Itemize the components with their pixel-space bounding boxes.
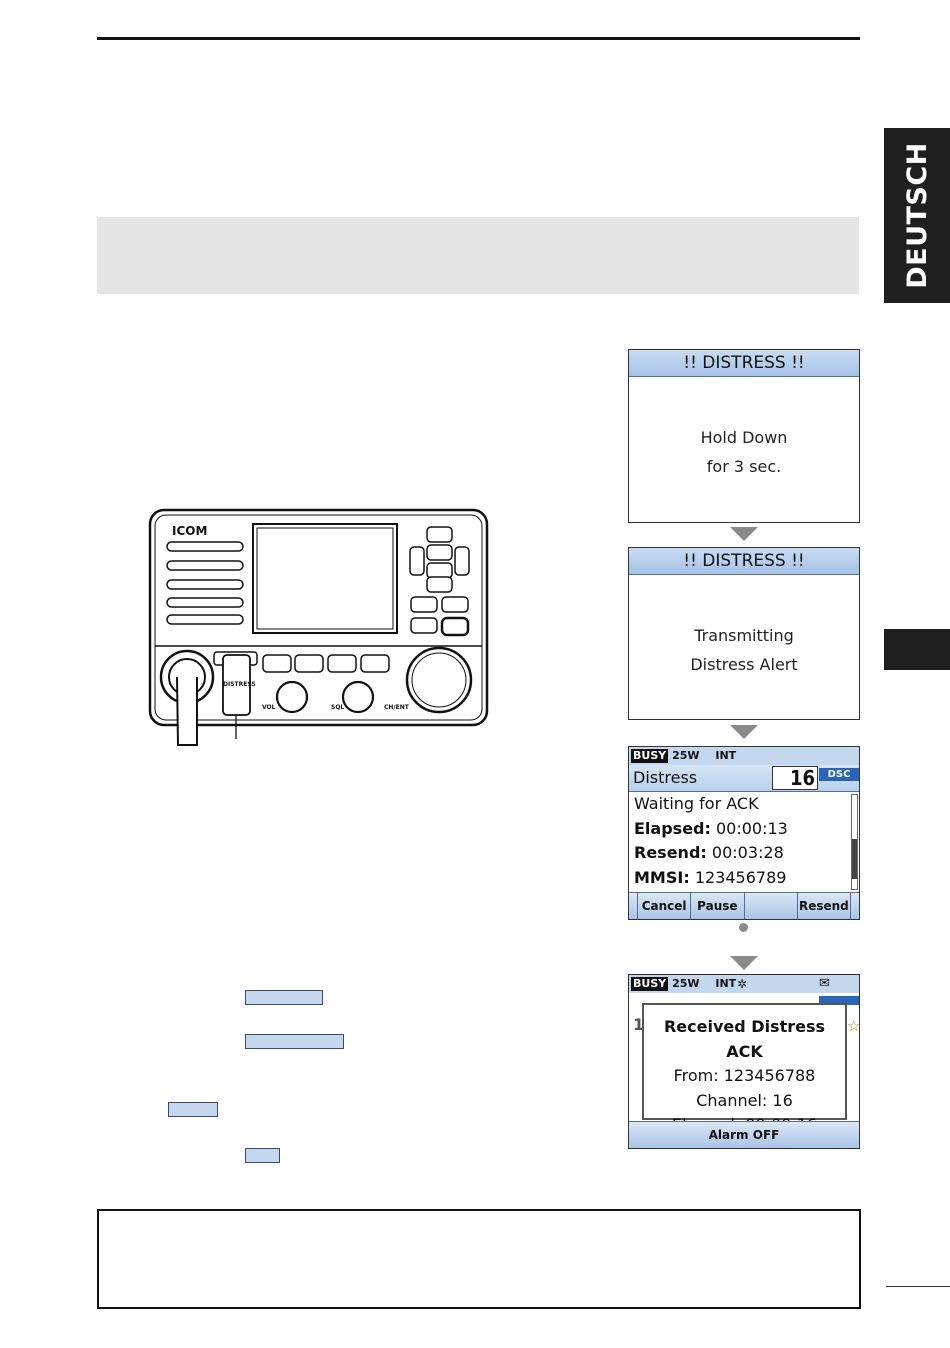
resend-label: Resend: xyxy=(634,843,707,862)
distress-key-label: DISTRESS xyxy=(223,681,256,688)
status-bar: BUSY 25W INT xyxy=(629,747,859,765)
star-icon: ☆ xyxy=(847,1017,860,1035)
channel-number: 16 xyxy=(772,766,818,790)
screen-line: Transmitting xyxy=(694,626,794,645)
lcd-screen-received-ack: BUSY 25W INT ✲ ✉ ☆ 1 Received Distress A… xyxy=(628,974,860,1149)
flow-arrow-icon xyxy=(730,527,758,541)
distress-info: Waiting for ACK Elapsed: 00:00:13 Resend… xyxy=(629,792,859,892)
section-heading-band xyxy=(97,217,859,294)
background-channel-digit: 1 xyxy=(633,1015,645,1034)
dsc-badge-partial xyxy=(819,996,859,1005)
elapsed-value: 00:00:13 xyxy=(715,818,788,838)
screen-line: for 3 sec. xyxy=(706,457,782,476)
softkey-resend[interactable]: Resend xyxy=(798,893,851,919)
scrollbar[interactable] xyxy=(851,794,858,890)
mmsi-label: MMSI: xyxy=(634,867,690,887)
screen-header: !! DISTRESS !! xyxy=(629,548,859,575)
busy-indicator: BUSY xyxy=(631,977,669,991)
channel-row: Distress 16 DSC xyxy=(629,765,859,792)
inline-key-highlight xyxy=(245,1034,344,1049)
power-indicator: 25W xyxy=(672,749,700,762)
sql-knob-label: SQL xyxy=(331,704,345,711)
screen-header: !! DISTRESS !! xyxy=(629,350,859,377)
inline-key-highlight xyxy=(245,1148,280,1163)
screen-line: Distress Alert xyxy=(690,655,798,674)
ch-ent-knob-label: CH/ENT xyxy=(384,704,409,711)
busy-indicator: BUSY xyxy=(631,749,669,763)
popup-from: From: 123456788 xyxy=(673,1066,816,1085)
waiting-text: Waiting for ACK xyxy=(634,794,759,813)
power-indicator: 25W xyxy=(672,977,700,990)
language-tab: DEUTSCH xyxy=(884,128,950,303)
language-tab-label: DEUTSCH xyxy=(901,142,933,289)
flow-arrow-icon xyxy=(730,725,758,739)
softkey-bar: Alarm OFF xyxy=(629,1121,859,1148)
chapter-tab xyxy=(884,629,950,670)
popup-channel: Channel: 16 xyxy=(696,1090,793,1110)
flow-dot xyxy=(739,923,748,932)
softkey-cancel[interactable]: Cancel xyxy=(638,893,692,919)
softkey-bar: Cancel Pause Resend xyxy=(629,892,859,919)
screen-line: Hold Down xyxy=(700,428,788,447)
vol-knob-label: VOL xyxy=(262,704,276,711)
page-number-rule xyxy=(886,1286,950,1287)
resend-value: 00:03:28 xyxy=(711,843,784,862)
int-indicator: INT xyxy=(715,749,737,762)
inline-key-highlight xyxy=(245,990,323,1005)
softkey-blank[interactable] xyxy=(745,893,798,919)
ack-popup: Received Distress ACK From: 123456788 Ch… xyxy=(642,1003,847,1134)
softkey-alarm-off[interactable]: Alarm OFF xyxy=(708,1128,780,1142)
top-rule xyxy=(97,37,860,40)
note-box xyxy=(97,1209,861,1309)
lcd-screen-waiting-ack: BUSY 25W INT Distress 16 DSC Waiting for… xyxy=(628,746,860,920)
radio-illustration xyxy=(148,508,489,746)
lcd-screen-transmitting: !! DISTRESS !! Transmitting Distress Ale… xyxy=(628,547,860,720)
status-bar: BUSY 25W INT ✲ ✉ xyxy=(629,975,859,993)
envelope-icon: ✉ xyxy=(819,976,830,991)
radio-brand-logo: ICOM xyxy=(172,524,208,538)
dsc-badge: DSC xyxy=(819,768,859,781)
scrollbar-thumb[interactable] xyxy=(852,839,857,879)
gps-icon: ✲ xyxy=(737,977,748,991)
flow-arrow-icon xyxy=(730,956,758,970)
mmsi-value: 123456789 xyxy=(694,867,787,887)
softkey-pause[interactable]: Pause xyxy=(691,893,745,919)
popup-title: Received Distress ACK xyxy=(663,1017,826,1061)
elapsed-label: Elapsed: xyxy=(634,818,711,838)
mode-label: Distress xyxy=(633,768,698,787)
lcd-screen-hold-down: !! DISTRESS !! Hold Down for 3 sec. xyxy=(628,349,860,523)
inline-key-highlight xyxy=(168,1102,218,1117)
int-indicator: INT xyxy=(715,977,737,990)
